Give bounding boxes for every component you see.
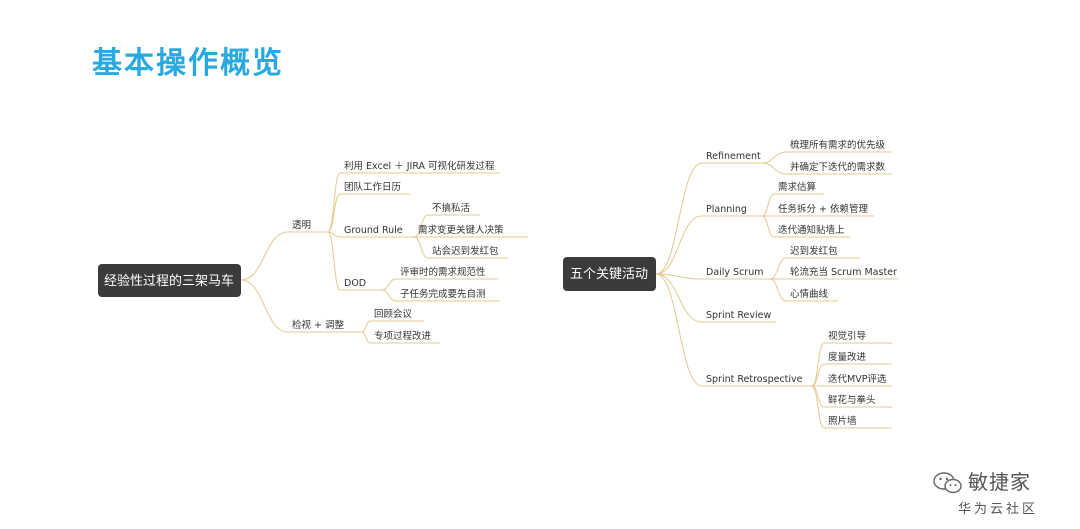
right-branch-sprint-review: Sprint Review: [706, 310, 771, 321]
edge-root-review: [655, 273, 703, 323]
edge-t-dod: [327, 231, 341, 291]
edge-retro-5: [811, 385, 825, 429]
edge-root-inspect: [240, 279, 289, 333]
right-leaf-wall-notice: 迭代通知贴墙上: [778, 224, 845, 236]
edge-gr-3: [413, 236, 429, 259]
left-node-dod: DOD: [344, 278, 366, 289]
right-leaf-late-red-packet: 迟到发红包: [790, 245, 838, 257]
right-leaf-next-count: 并确定下迭代的需求数: [790, 161, 886, 173]
mind-map-edges: [240, 151, 898, 429]
watermark-brand: 敏捷家: [968, 470, 1031, 494]
edge-dod-1: [381, 278, 397, 291]
wechat-logo-icon: [933, 472, 962, 494]
edge-t-groundrule: [327, 231, 341, 238]
edge-root-refinement: [655, 162, 703, 275]
edge-t-calendar: [327, 193, 341, 233]
left-branch-transparency: 透明: [292, 220, 311, 231]
edge-plan-1: [761, 193, 775, 217]
left-leaf-self-test: 子任务完成要先自测: [400, 288, 486, 300]
left-node-ground-rule: Ground Rule: [344, 225, 403, 236]
page-title: 基本操作概览: [92, 46, 284, 81]
right-leaf-task-split: 任务拆分 + 依赖管理: [778, 203, 868, 215]
right-leaf-prioritize: 梳理所有需求的优先级: [790, 139, 886, 151]
left-leaf-late-red-packet: 站会迟到发红包: [432, 245, 499, 257]
left-leaf-no-private-work: 不搞私活: [432, 202, 471, 214]
edge-root-retro: [655, 273, 703, 387]
edge-retro-2: [811, 363, 825, 387]
left-node-excel-jira: 利用 Excel ＋ JIRA 可视化研发过程: [344, 160, 495, 172]
edge-ds-1: [769, 257, 787, 280]
edge-i-2: [361, 331, 371, 344]
left-node-team-calendar: 团队工作日历: [344, 181, 401, 193]
right-root-node: 五个关键活动: [563, 257, 656, 291]
edge-i-1: [361, 320, 371, 333]
watermark-subtitle: 华为云社区: [958, 502, 1039, 517]
right-leaf-estimation: 需求估算: [778, 181, 816, 193]
right-leaf-metric-improve: 度量改进: [828, 351, 867, 363]
left-node-process-improvement: 专项过程改进: [374, 330, 432, 342]
left-branch-inspect-adapt: 检视 + 调整: [292, 319, 344, 331]
right-leaf-photo-wall: 照片墙: [828, 415, 857, 427]
right-leaf-visual-guide: 视觉引导: [828, 330, 866, 342]
edge-ref-1: [761, 151, 787, 164]
right-branch-daily-scrum: Daily Scrum: [706, 267, 764, 278]
right-branch-planning: Planning: [706, 204, 747, 215]
right-leaf-mvp-vote: 迭代MVP评选: [828, 373, 887, 385]
edge-root-dailyscrum: [655, 273, 703, 280]
edge-dod-2: [381, 289, 397, 302]
right-leaf-rotate-sm: 轮流充当 Scrum Master: [790, 266, 897, 278]
left-root-node: 经验性过程的三架马车: [98, 264, 241, 297]
edge-plan-3: [761, 215, 775, 238]
edge-ref-2: [761, 162, 787, 175]
edge-t-excel: [327, 172, 341, 233]
right-leaf-flower-fist: 鲜花与拳头: [828, 394, 876, 406]
edge-retro-1: [811, 342, 825, 387]
right-root-label: 五个关键活动: [570, 267, 648, 282]
left-node-retro-meeting: 回顾会议: [374, 308, 413, 320]
left-leaf-change-decision: 需求变更关键人决策: [418, 224, 504, 236]
edge-ds-3: [769, 278, 787, 302]
right-branch-refinement: Refinement: [706, 151, 761, 162]
edge-root-transparency: [240, 231, 289, 281]
edge-root-planning: [655, 215, 703, 275]
right-leaf-mood-curve: 心情曲线: [790, 288, 829, 300]
left-root-label: 经验性过程的三架马车: [104, 273, 234, 289]
edge-gr-1: [413, 214, 429, 238]
right-branch-sprint-retro: Sprint Retrospective: [706, 374, 803, 385]
left-leaf-review-spec: 评审时的需求规范性: [400, 266, 486, 278]
